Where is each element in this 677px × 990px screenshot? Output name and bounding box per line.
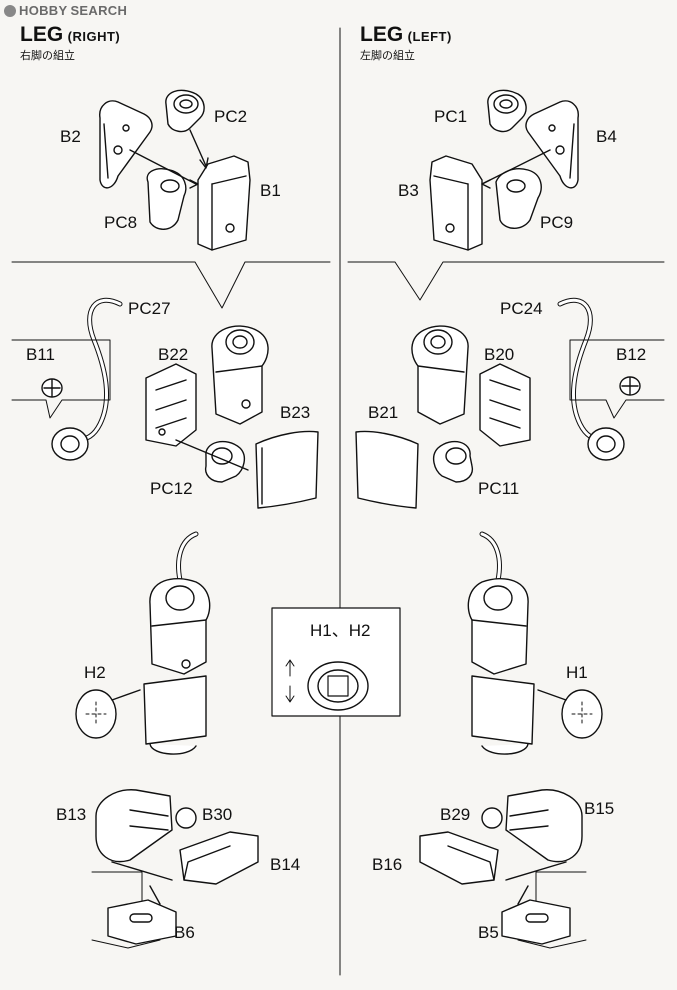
label-b22: B22 [158, 345, 189, 364]
left-callout-frame [347, 261, 665, 301]
label-pc9: PC9 [540, 213, 574, 232]
label-h1-h2: H1、H2 [310, 621, 371, 640]
label-b21: B21 [368, 403, 399, 422]
right-leg-subtitle: 右脚の組立 [20, 49, 75, 62]
right-leg-step3 [75, 531, 211, 755]
label-b3: B3 [398, 181, 419, 200]
label-b14: B14 [270, 855, 301, 874]
right-callout-frame [11, 261, 331, 309]
label-b30: B30 [202, 805, 233, 824]
left-leg-title: LEG (LEFT) [360, 23, 452, 46]
label-pc11: PC11 [478, 479, 520, 498]
label-h2: H2 [84, 663, 106, 682]
label-pc2: PC2 [214, 107, 248, 126]
label-b2: B2 [60, 127, 81, 146]
right-leg-step4 [91, 789, 259, 949]
label-b15: B15 [584, 799, 615, 818]
left-leg-step4 [419, 789, 587, 949]
hobby-search-logo-icon [4, 4, 16, 17]
label-b20: B20 [484, 345, 515, 364]
right-leg-step1 [99, 89, 251, 251]
hobby-search-watermark: HOBBY SEARCH [4, 3, 127, 18]
label-b4: B4 [596, 127, 617, 146]
label-b29: B29 [440, 805, 471, 824]
right-leg-title: LEG (RIGHT) [20, 23, 121, 46]
label-b16: B16 [372, 855, 403, 874]
label-b5: B5 [478, 923, 499, 942]
left-leg-step1 [429, 89, 579, 251]
label-b13: B13 [56, 805, 87, 824]
label-pc12: PC12 [150, 479, 193, 498]
label-pc24: PC24 [500, 299, 543, 318]
label-b12: B12 [616, 345, 647, 364]
left-leg-subtitle: 左脚の組立 [360, 49, 415, 62]
label-b11: B11 [26, 345, 55, 364]
watermark-brand: HOBBY [19, 3, 68, 18]
label-h1: H1 [566, 663, 588, 682]
left-leg-step2 [355, 297, 665, 509]
label-pc1: PC1 [434, 107, 468, 126]
label-pc8: PC8 [104, 213, 138, 232]
left-leg-step3 [467, 531, 603, 755]
label-b23: B23 [280, 403, 311, 422]
label-b1: B1 [260, 181, 281, 200]
watermark-search: SEARCH [70, 3, 128, 18]
label-b6: B6 [174, 923, 195, 942]
right-leg-step2 [11, 297, 319, 509]
label-pc27: PC27 [128, 299, 171, 318]
